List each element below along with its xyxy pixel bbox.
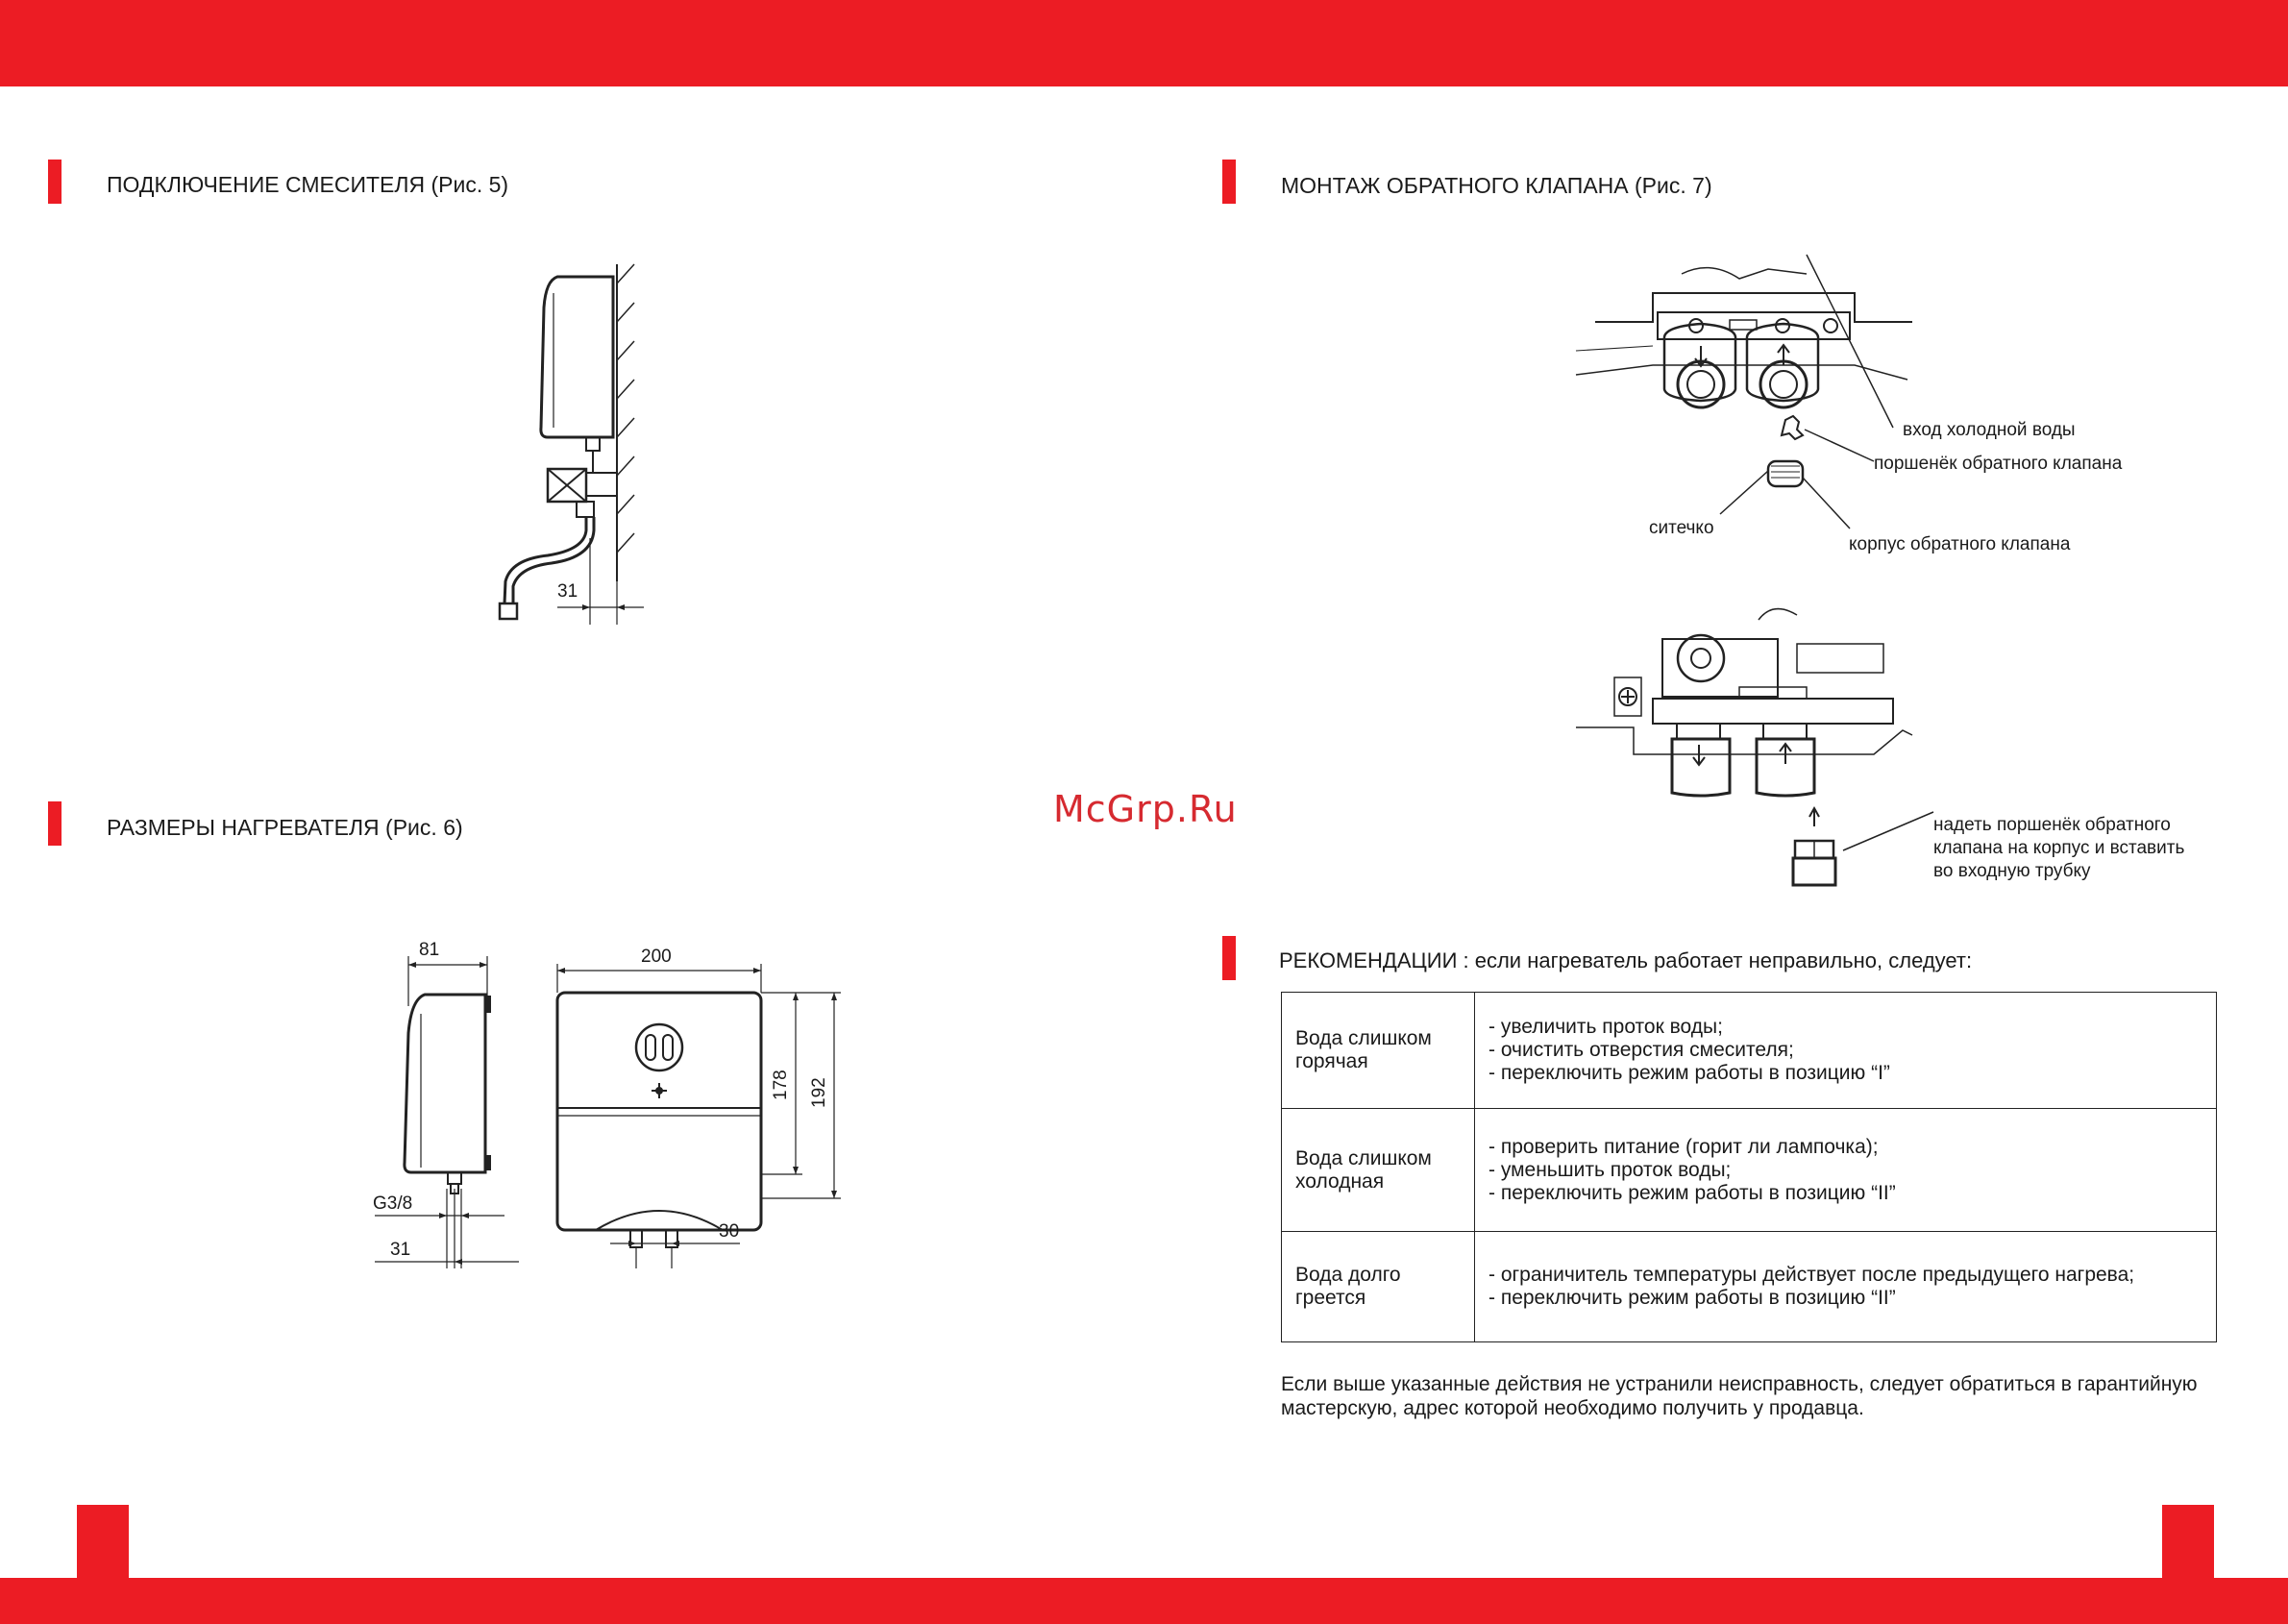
heading-valve: МОНТАЖ ОБРАТНОГО КЛАПАНА (Рис. 7) (1281, 173, 1712, 198)
label-instruction-3: во входную трубку (1933, 861, 2091, 881)
condition-cell: Вода долго греется (1281, 1231, 1475, 1342)
heading-mixer: ПОДКЛЮЧЕНИЕ СМЕСИТЕЛЯ (Рис. 5) (107, 172, 509, 197)
actions-cell: - ограничитель температуры действует пос… (1474, 1231, 2217, 1342)
watermark: McGrp.Ru (1053, 788, 1238, 830)
bottom-right-tab (2162, 1505, 2214, 1582)
top-red-band (0, 0, 2288, 86)
figure-check-valve: вход холодной воды поршенёк обратного кл… (1575, 254, 2184, 887)
section-marker-recommendations (1222, 936, 1236, 980)
actions-cell: - проверить питание (горит ли лампочка);… (1474, 1108, 2217, 1232)
actions-cell: - увеличить проток воды; - очистить отве… (1474, 992, 2217, 1109)
table-row: Вода слишком горячая - увеличить проток … (1281, 992, 2217, 1109)
label-instruction-2: клапана на корпус и вставить (1933, 838, 2184, 858)
bottom-red-band (0, 1578, 2288, 1624)
label-valve-body: корпус обратного клапана (1849, 534, 2071, 554)
fig6-dim-192: 192 (809, 1077, 829, 1108)
label-instruction-1: надеть поршенёк обратного (1933, 815, 2171, 835)
fig6-dim-178: 178 (771, 1070, 791, 1100)
fig6-dim-200: 200 (641, 947, 672, 967)
fig6-dim-g38: G3/8 (373, 1193, 412, 1214)
fig6-dim-30: 30 (719, 1221, 739, 1242)
table-row: Вода слишком холодная - проверить питани… (1281, 1108, 2217, 1232)
fig5-dim-31: 31 (557, 581, 578, 602)
footer-note: Если выше указанные действия не устранил… (1281, 1373, 2198, 1419)
fig6-dim-31: 31 (390, 1240, 410, 1260)
figure-mixer-connection: 31 (498, 263, 644, 625)
condition-cell: Вода слишком горячая (1281, 992, 1475, 1109)
heading-dimensions: РАЗМЕРЫ НАГРЕВАТЕЛЯ (Рис. 6) (107, 815, 463, 840)
label-piston: поршенёк обратного клапана (1874, 454, 2123, 474)
fig6-dim-81: 81 (419, 940, 439, 960)
table-row: Вода долго греется - ограничитель темпер… (1281, 1231, 2217, 1342)
heading-recommendations: РЕКОМЕНДАЦИИ : если нагреватель работает… (1279, 948, 1973, 972)
recommendations-table: Вода слишком горячая - увеличить проток … (1281, 992, 2217, 1342)
condition-cell: Вода слишком холодная (1281, 1108, 1475, 1232)
section-marker-valve (1222, 160, 1236, 204)
section-marker-mixer (48, 160, 62, 204)
figure-heater-dimensions: 81 200 178 192 G3/8 31 30 (373, 940, 841, 1268)
label-cold-inlet: вход холодной воды (1903, 420, 2076, 440)
bottom-left-tab (77, 1505, 129, 1582)
label-strainer: ситечко (1649, 518, 1714, 538)
section-marker-dimensions (48, 801, 62, 846)
